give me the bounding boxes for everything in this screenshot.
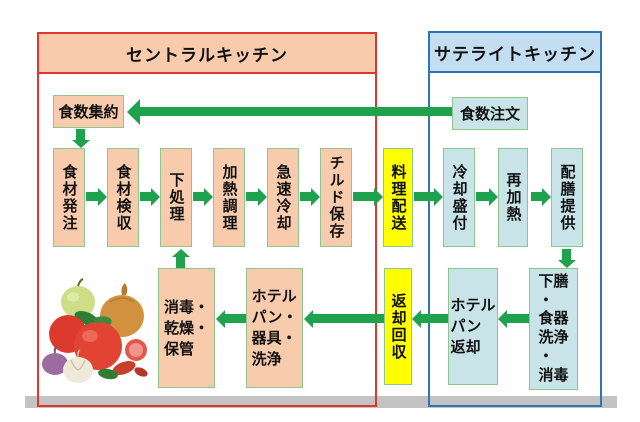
box-meal-count-aggregation: 食数集約 — [53, 95, 124, 128]
arrow-aggregation-down — [71, 129, 90, 148]
arrow-step-5 — [300, 187, 320, 206]
arrow-step-7 — [414, 187, 443, 206]
box-pre-processing: 下処理 — [160, 148, 192, 247]
meal-count-order-label: 食数注文 — [459, 106, 520, 123]
pan-equipment-washing-label: ホテル パン・ 器具・ 洗浄 — [251, 288, 298, 368]
box-chilled-storage: チルド保存 — [320, 148, 352, 247]
arrow-order-to-aggregation — [127, 98, 452, 125]
hotel-pan-return-label: ホテル パン 返却 — [450, 297, 496, 356]
arrow-washing-up — [171, 249, 190, 268]
arrow-pan-return-to-collection — [412, 309, 448, 328]
disinfect-dry-store-label: 消毒・ 乾燥・ 保管 — [163, 298, 209, 358]
heat-cooking-label: 加熱調理 — [220, 163, 238, 232]
arrow-step-4 — [246, 187, 267, 206]
box-meal-count-order: 食数注文 — [452, 97, 528, 130]
box-reheating: 再加熱 — [498, 148, 528, 247]
satellite-kitchen-region: サテライトキッチン — [428, 31, 602, 407]
ingredient-inspection-label: 食材検収 — [114, 163, 132, 232]
arrow-collection-to-washing — [304, 309, 384, 328]
dish-delivery-label: 料理配送 — [389, 163, 407, 232]
box-return-collection: 返却回収 — [384, 268, 412, 385]
box-heat-cooking: 加熱調理 — [213, 148, 245, 247]
box-rapid-cooling: 急速冷却 — [267, 148, 299, 247]
box-disinfect-dry-store: 消毒・ 乾燥・ 保管 — [158, 268, 215, 388]
box-serving: 配膳提供 — [551, 148, 583, 247]
ingredient-ordering-label: 食材発注 — [60, 163, 78, 232]
box-pan-equipment-washing: ホテル パン・ 器具・ 洗浄 — [246, 268, 303, 388]
box-dish-delivery: 料理配送 — [383, 148, 413, 247]
box-cooling-plating: 冷却盛付 — [443, 148, 475, 247]
return-collection-label: 返却回収 — [389, 292, 407, 361]
central-kitchen-region: セントラルキッチン — [37, 32, 377, 407]
pre-processing-label: 下処理 — [167, 172, 185, 223]
serving-label: 配膳提供 — [558, 163, 576, 232]
meal-count-aggregation-label: 食数集約 — [58, 104, 119, 121]
satellite-kitchen-header: サテライトキッチン — [430, 33, 600, 73]
arrow-clearing-to-pan-return — [498, 309, 529, 328]
chilled-storage-label: チルド保存 — [327, 155, 345, 240]
arrow-step-1 — [86, 187, 107, 206]
clearing-dishwashing-label: 下膳 ・ 食器 洗浄 ・ 消毒 — [538, 272, 569, 384]
arrow-return-to-storage — [216, 309, 246, 328]
central-kitchen-title: セントラルキッチン — [126, 45, 288, 65]
central-kitchen-header: セントラルキッチン — [39, 34, 375, 74]
satellite-kitchen-title: サテライトキッチン — [434, 44, 596, 64]
cooling-plating-label: 冷却盛付 — [450, 163, 468, 232]
arrow-serving-down — [557, 249, 576, 268]
arrow-step-2 — [140, 187, 160, 206]
reheating-label: 再加熱 — [504, 172, 522, 223]
arrow-step-9 — [531, 187, 551, 206]
box-ingredient-ordering: 食材発注 — [53, 148, 85, 247]
box-hotel-pan-return: ホテル パン 返却 — [448, 268, 498, 385]
arrow-step-8 — [476, 187, 498, 206]
arrow-step-3 — [193, 187, 213, 206]
vegetables-image — [42, 278, 148, 383]
box-ingredient-inspection: 食材検収 — [107, 148, 139, 247]
box-clearing-dishwashing: 下膳 ・ 食器 洗浄 ・ 消毒 — [529, 268, 578, 390]
rapid-cooling-label: 急速冷却 — [274, 163, 292, 232]
arrow-step-6 — [353, 187, 383, 206]
